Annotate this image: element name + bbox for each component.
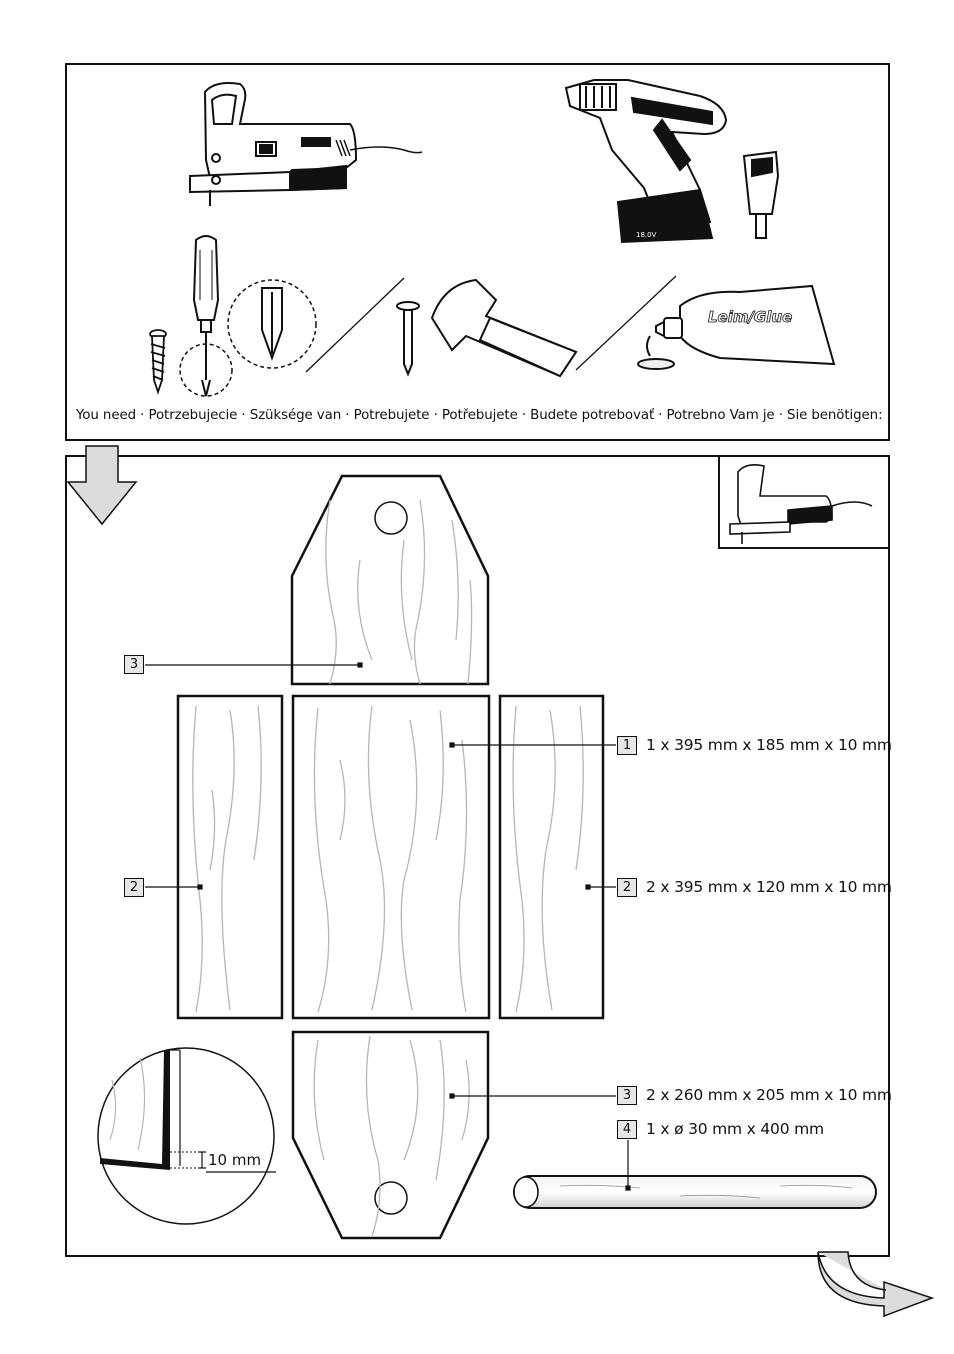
gable-board-top — [290, 474, 490, 686]
callout-part-2-left: 2 — [124, 878, 144, 897]
tools-caption: You need · Potrzebujecie · Szüksége van … — [76, 408, 883, 423]
gable-board-bottom — [291, 1030, 490, 1240]
dowel-rod — [513, 1175, 877, 1209]
down-arrow-icon — [66, 445, 138, 526]
back-board-center — [291, 694, 491, 1020]
callout-part-3-top: 3 — [124, 655, 144, 674]
next-page-arrow-icon — [817, 1251, 935, 1318]
dimension-part-3: 2 x 260 mm x 205 mm x 10 mm — [646, 1086, 892, 1104]
side-board-right — [498, 694, 605, 1020]
callout-part-4: 4 — [617, 1120, 637, 1139]
side-board-left — [176, 694, 284, 1020]
leader-lines — [145, 662, 631, 1191]
callout-part-3: 3 — [617, 1086, 637, 1105]
callout-part-2: 2 — [617, 878, 637, 897]
dimension-part-1: 1 x 395 mm x 185 mm x 10 mm — [646, 736, 892, 754]
thickness-label: 10 mm — [208, 1151, 262, 1169]
thickness-detail — [97, 1047, 276, 1225]
dimension-part-4: 1 x ø 30 mm x 400 mm — [646, 1120, 824, 1138]
inset-jigsaw-icon — [729, 464, 873, 544]
callout-part-1: 1 — [617, 736, 637, 755]
dimension-part-2: 2 x 395 mm x 120 mm x 10 mm — [646, 878, 892, 896]
